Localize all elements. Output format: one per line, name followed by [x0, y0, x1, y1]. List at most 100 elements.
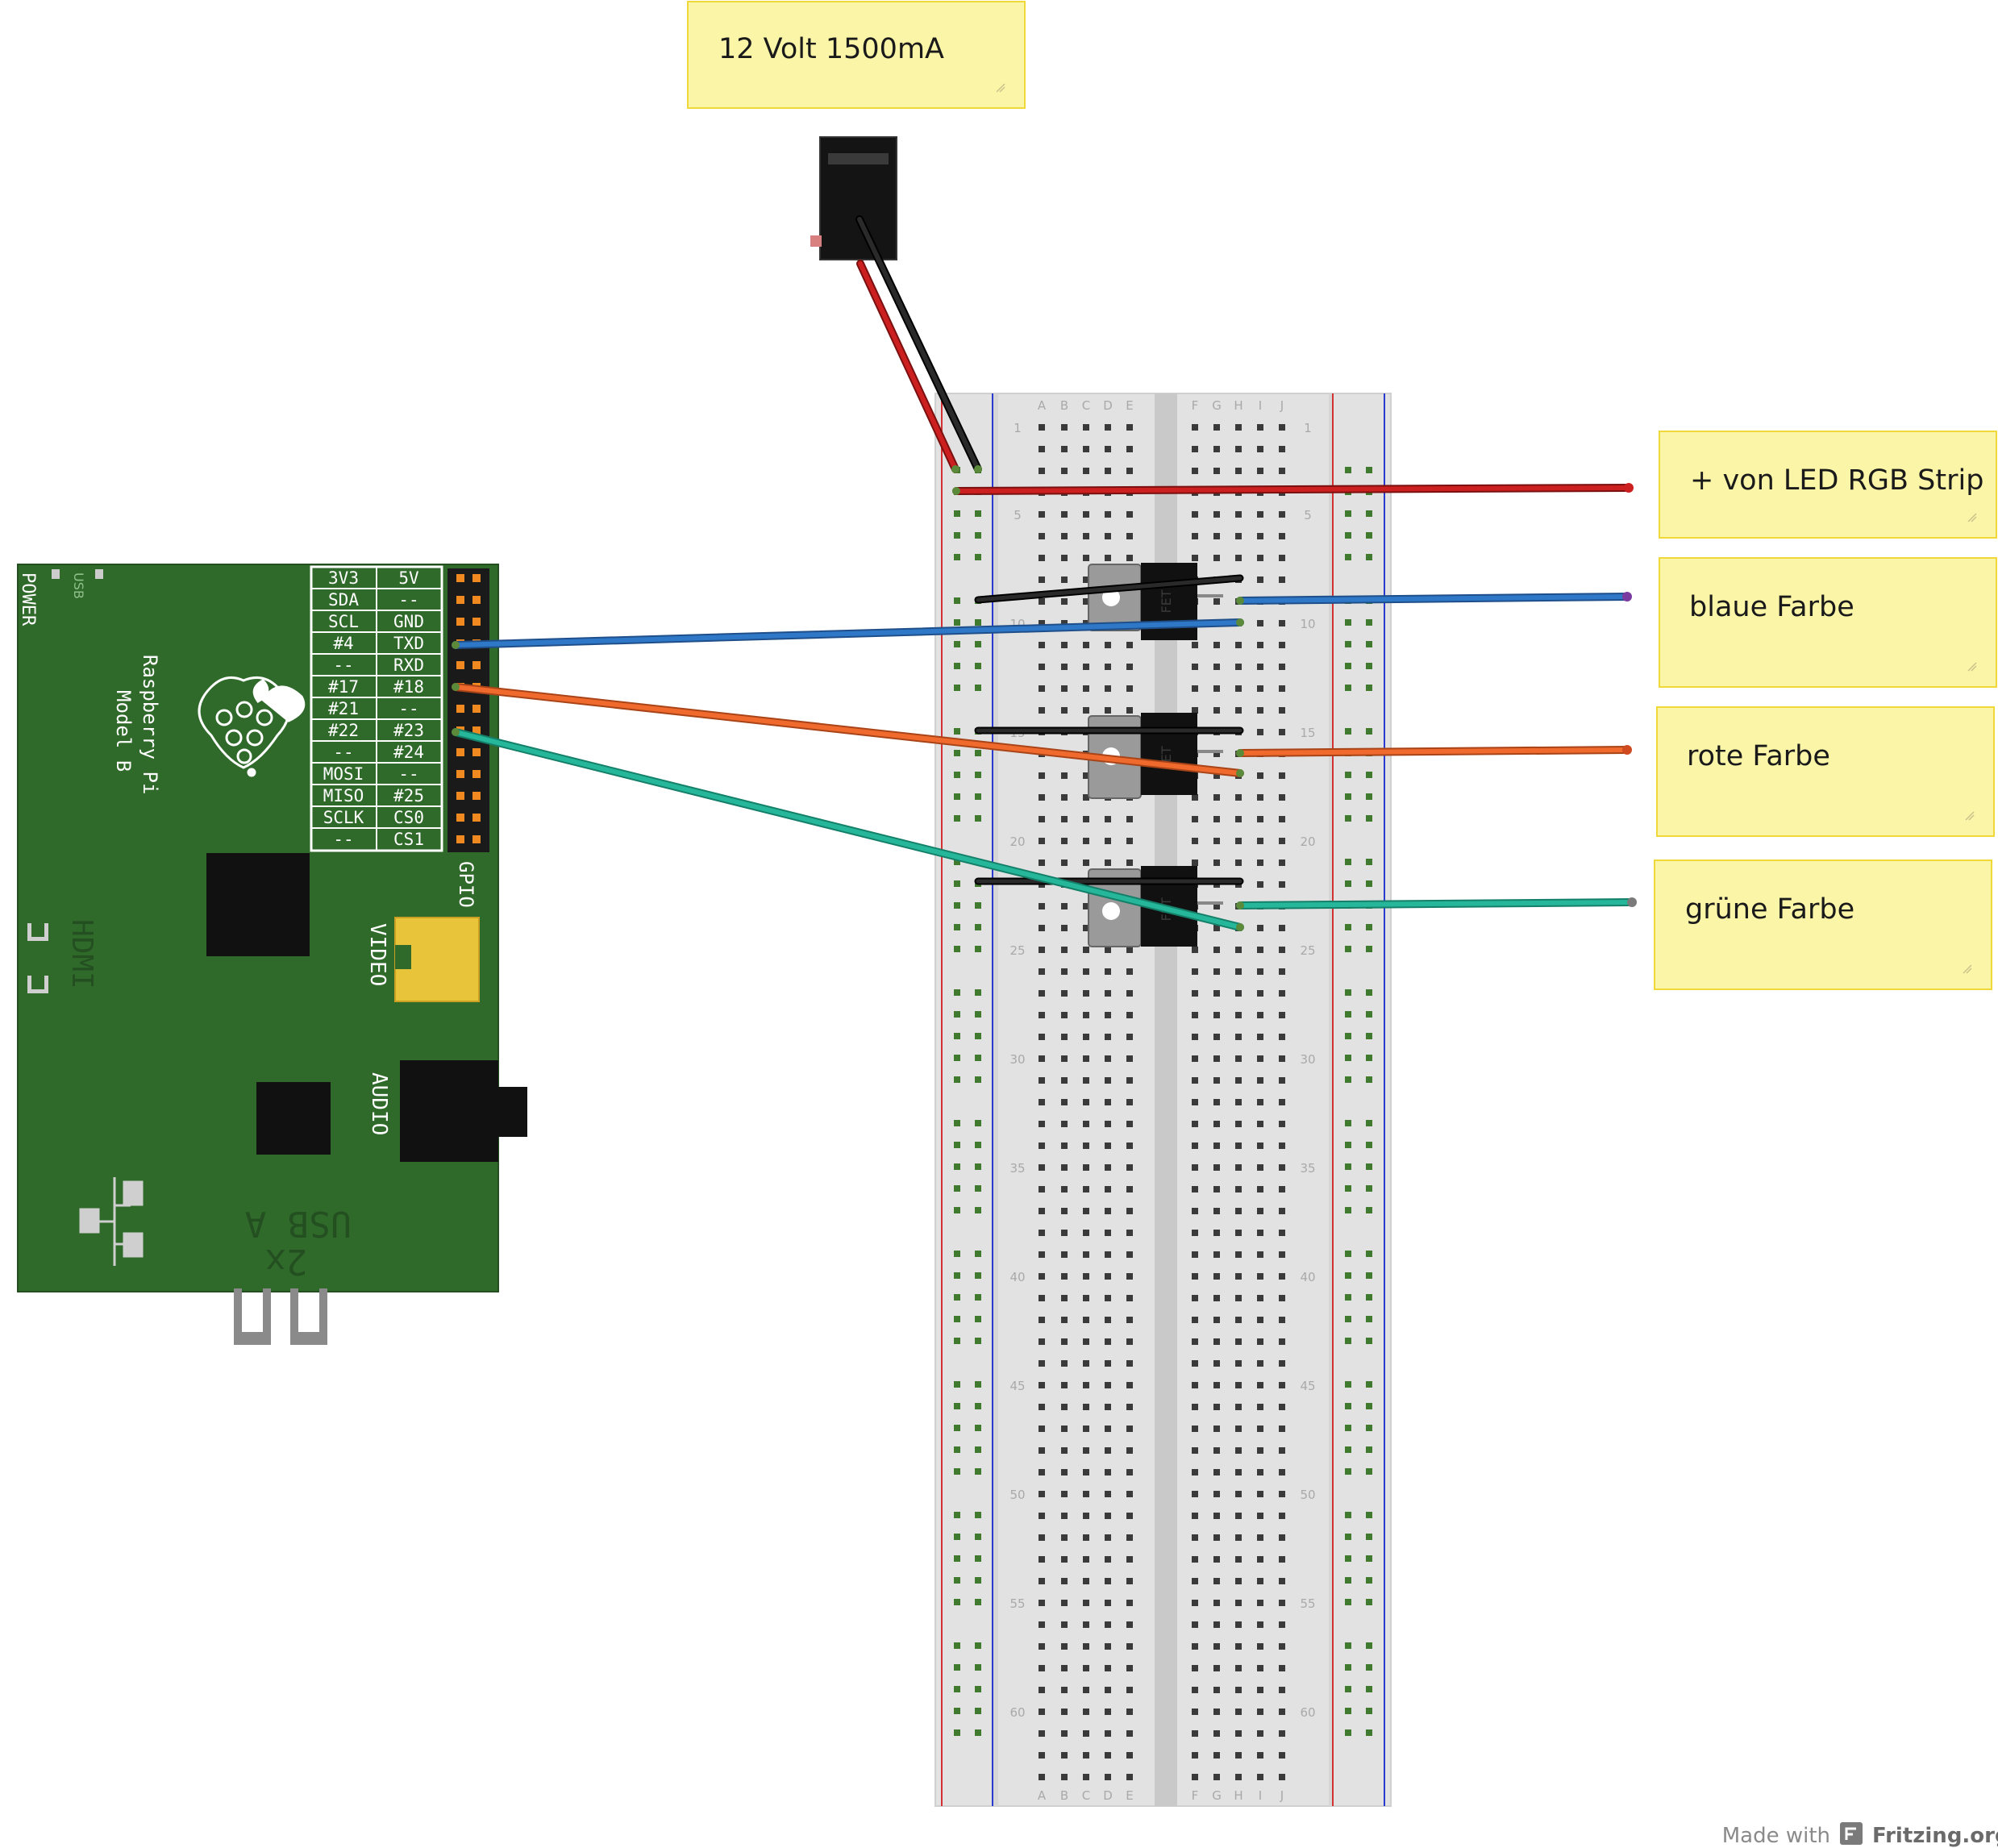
rail-hole — [1366, 815, 1372, 822]
bb-hole — [1279, 1578, 1285, 1584]
bb-hole — [1105, 968, 1111, 975]
bb-hole — [1235, 664, 1242, 670]
bb-hole — [1192, 468, 1198, 474]
bb-hole — [1279, 511, 1285, 518]
bb-hole — [1083, 1273, 1089, 1280]
bb-hole — [1192, 1317, 1198, 1323]
rail-hole — [954, 641, 960, 647]
bb-hole — [1039, 1230, 1045, 1236]
rail-hole — [1366, 1729, 1372, 1736]
bb-hole — [1105, 424, 1111, 431]
bb-hole — [1192, 1491, 1198, 1497]
gpio-pin — [472, 835, 481, 843]
rail-hole — [975, 1294, 981, 1301]
rail-hole — [954, 1534, 960, 1540]
bb-hole — [1083, 1143, 1089, 1149]
rail-hole — [975, 1272, 981, 1279]
bb-hole — [1213, 1513, 1220, 1519]
rail-hole — [954, 1468, 960, 1475]
bb-hole — [1235, 859, 1242, 866]
gpio-label-left: -- — [333, 830, 353, 849]
bb-hole — [1039, 1643, 1045, 1650]
bb-hole — [1126, 990, 1133, 997]
bb-hole — [1235, 1360, 1242, 1367]
bb-hole — [1061, 1186, 1068, 1192]
bb-hole — [1213, 1774, 1220, 1780]
col-label: I — [1259, 398, 1262, 413]
bb-hole — [1192, 1665, 1198, 1671]
raspberry-logo-icon — [198, 676, 306, 777]
bb-hole — [1126, 1621, 1133, 1628]
bb-hole — [1105, 1273, 1111, 1280]
bb-hole — [1126, 1164, 1133, 1171]
bb-hole — [1279, 1273, 1285, 1280]
bb-hole — [1235, 1338, 1242, 1345]
bb-hole — [1061, 1556, 1068, 1563]
bb-hole — [1039, 1360, 1045, 1367]
rail-hole — [954, 1120, 960, 1126]
bb-hole — [1192, 1034, 1198, 1040]
bb-hole — [1257, 1338, 1263, 1345]
bb-hole — [1126, 1055, 1133, 1062]
bb-hole — [1039, 424, 1045, 431]
bb-hole — [1213, 1382, 1220, 1388]
bb-hole — [1192, 1012, 1198, 1018]
bb-hole — [1192, 968, 1198, 975]
bb-hole — [1126, 1578, 1133, 1584]
bb-hole — [1039, 1730, 1045, 1737]
bb-hole — [1213, 1360, 1220, 1367]
bb-hole — [1126, 664, 1133, 670]
rail-hole — [954, 772, 960, 778]
bb-hole — [1257, 555, 1263, 561]
bb-hole — [1061, 1621, 1068, 1628]
bb-hole — [1257, 925, 1263, 931]
bb-hole — [1235, 1643, 1242, 1650]
bb-hole — [1126, 1426, 1133, 1432]
rail-hole — [1345, 1163, 1351, 1170]
rail-hole — [975, 750, 981, 756]
bb-hole — [1257, 1621, 1263, 1628]
bb-hole — [1083, 1578, 1089, 1584]
bb-hole — [1061, 1643, 1068, 1650]
bb-hole — [1213, 1230, 1220, 1236]
bb-hole — [1213, 1208, 1220, 1214]
gpio-pin — [456, 705, 464, 713]
bb-hole — [1083, 1099, 1089, 1105]
bb-hole — [1083, 990, 1089, 997]
bb-hole — [1235, 1578, 1242, 1584]
gpio-label-right: #23 — [393, 721, 424, 740]
bb-hole — [1126, 1360, 1133, 1367]
rail-hole — [954, 859, 960, 865]
rail-hole — [1366, 989, 1372, 996]
bb-hole — [1105, 1426, 1111, 1432]
rail-hole — [1345, 1642, 1351, 1649]
rail-hole — [975, 1251, 981, 1257]
bb-hole — [1105, 1164, 1111, 1171]
rail-hole — [1345, 1033, 1351, 1039]
rail-hole — [954, 1512, 960, 1518]
rail-hole — [1345, 1142, 1351, 1148]
bb-hole — [1039, 598, 1045, 605]
bb-hole — [1213, 533, 1220, 539]
bb-hole — [1235, 707, 1242, 714]
rail-hole — [954, 1251, 960, 1257]
bb-hole — [1105, 1600, 1111, 1606]
bb-hole — [1235, 1273, 1242, 1280]
bb-hole — [1126, 1230, 1133, 1236]
bb-hole — [1039, 1665, 1045, 1671]
bb-hole — [1213, 1164, 1220, 1171]
bb-hole — [1083, 1012, 1089, 1018]
bb-hole — [1235, 1251, 1242, 1258]
rail-hole — [954, 924, 960, 930]
bb-hole — [1126, 468, 1133, 474]
bb-hole — [1279, 1317, 1285, 1323]
rail-hole — [975, 902, 981, 909]
rail-hole — [1366, 1076, 1372, 1083]
bb-hole — [1105, 1295, 1111, 1301]
gpio-label-left: #17 — [328, 677, 359, 697]
rail-hole — [1345, 663, 1351, 669]
bb-hole — [1192, 664, 1198, 670]
bb-hole — [1279, 1360, 1285, 1367]
rail-hole — [1345, 1185, 1351, 1192]
bb-hole — [1061, 1752, 1068, 1759]
